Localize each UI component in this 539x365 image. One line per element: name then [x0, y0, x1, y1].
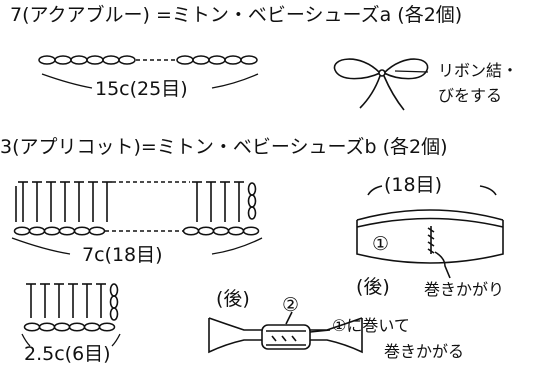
bow-note-line2: 巻きかがる — [384, 342, 465, 361]
large-piece-length: 7c(18目) — [82, 244, 163, 266]
band-label-wrap: 巻きかがり — [424, 280, 505, 299]
large-piece-length-lines — [11, 237, 263, 255]
section-a-chain-length: 15c(25目) — [95, 78, 188, 100]
ribbon-bow-drawing — [333, 58, 429, 111]
ribbon-bow-note-line1: リボン結・ — [438, 61, 519, 80]
small-piece-stitches — [26, 283, 119, 321]
band-drawing — [356, 185, 504, 279]
small-piece-chain — [23, 322, 116, 332]
bow-note-line1: ①に巻いて — [332, 316, 410, 335]
large-piece-chain — [13, 226, 260, 236]
large-piece-stitches — [15, 181, 257, 222]
ribbon-bow-note-line2: びをする — [438, 86, 503, 105]
section-b-title: 3(アプリコット)=ミトン・ベビーシューズb (各2個) — [0, 136, 448, 158]
section-a-length-lines — [41, 73, 259, 89]
small-piece-length: 2.5c(6目) — [24, 343, 111, 365]
bow-marker: ② — [282, 294, 300, 316]
section-a-title: 7(アクアブルー) =ミトン・ベビーシューズa (各2個) — [10, 4, 463, 26]
small-piece-length-lines — [21, 333, 121, 347]
section-a-chain — [38, 55, 258, 65]
bow-drawing — [208, 311, 363, 354]
band-label-back: (後) — [356, 276, 390, 298]
band-stitch-count: (18目) — [384, 174, 443, 196]
band-marker: ① — [372, 233, 390, 255]
bow-label-back: (後) — [216, 288, 250, 310]
